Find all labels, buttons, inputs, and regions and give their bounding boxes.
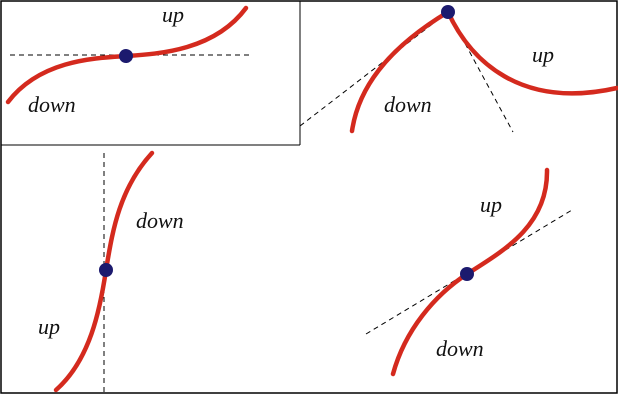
- label-up: up: [532, 42, 554, 67]
- label-up: up: [162, 2, 184, 27]
- label-down: down: [136, 208, 184, 233]
- panel-bottom-left: down up: [38, 150, 184, 394]
- label-up: up: [38, 314, 60, 339]
- label-down: down: [436, 336, 484, 361]
- panel-bottom-right: up down: [365, 167, 573, 377]
- cusp-point: [441, 5, 455, 19]
- inflection-point: [99, 263, 113, 277]
- panel-top-left: up down: [5, 2, 250, 117]
- label-down: down: [28, 92, 76, 117]
- label-up: up: [480, 192, 502, 217]
- inflection-point: [119, 49, 133, 63]
- label-down: down: [384, 92, 432, 117]
- panel-top-right: up down: [299, 5, 618, 134]
- curve-right-branch: [445, 9, 618, 96]
- inflection-point: [460, 267, 474, 281]
- curve-left-branch: [349, 9, 451, 134]
